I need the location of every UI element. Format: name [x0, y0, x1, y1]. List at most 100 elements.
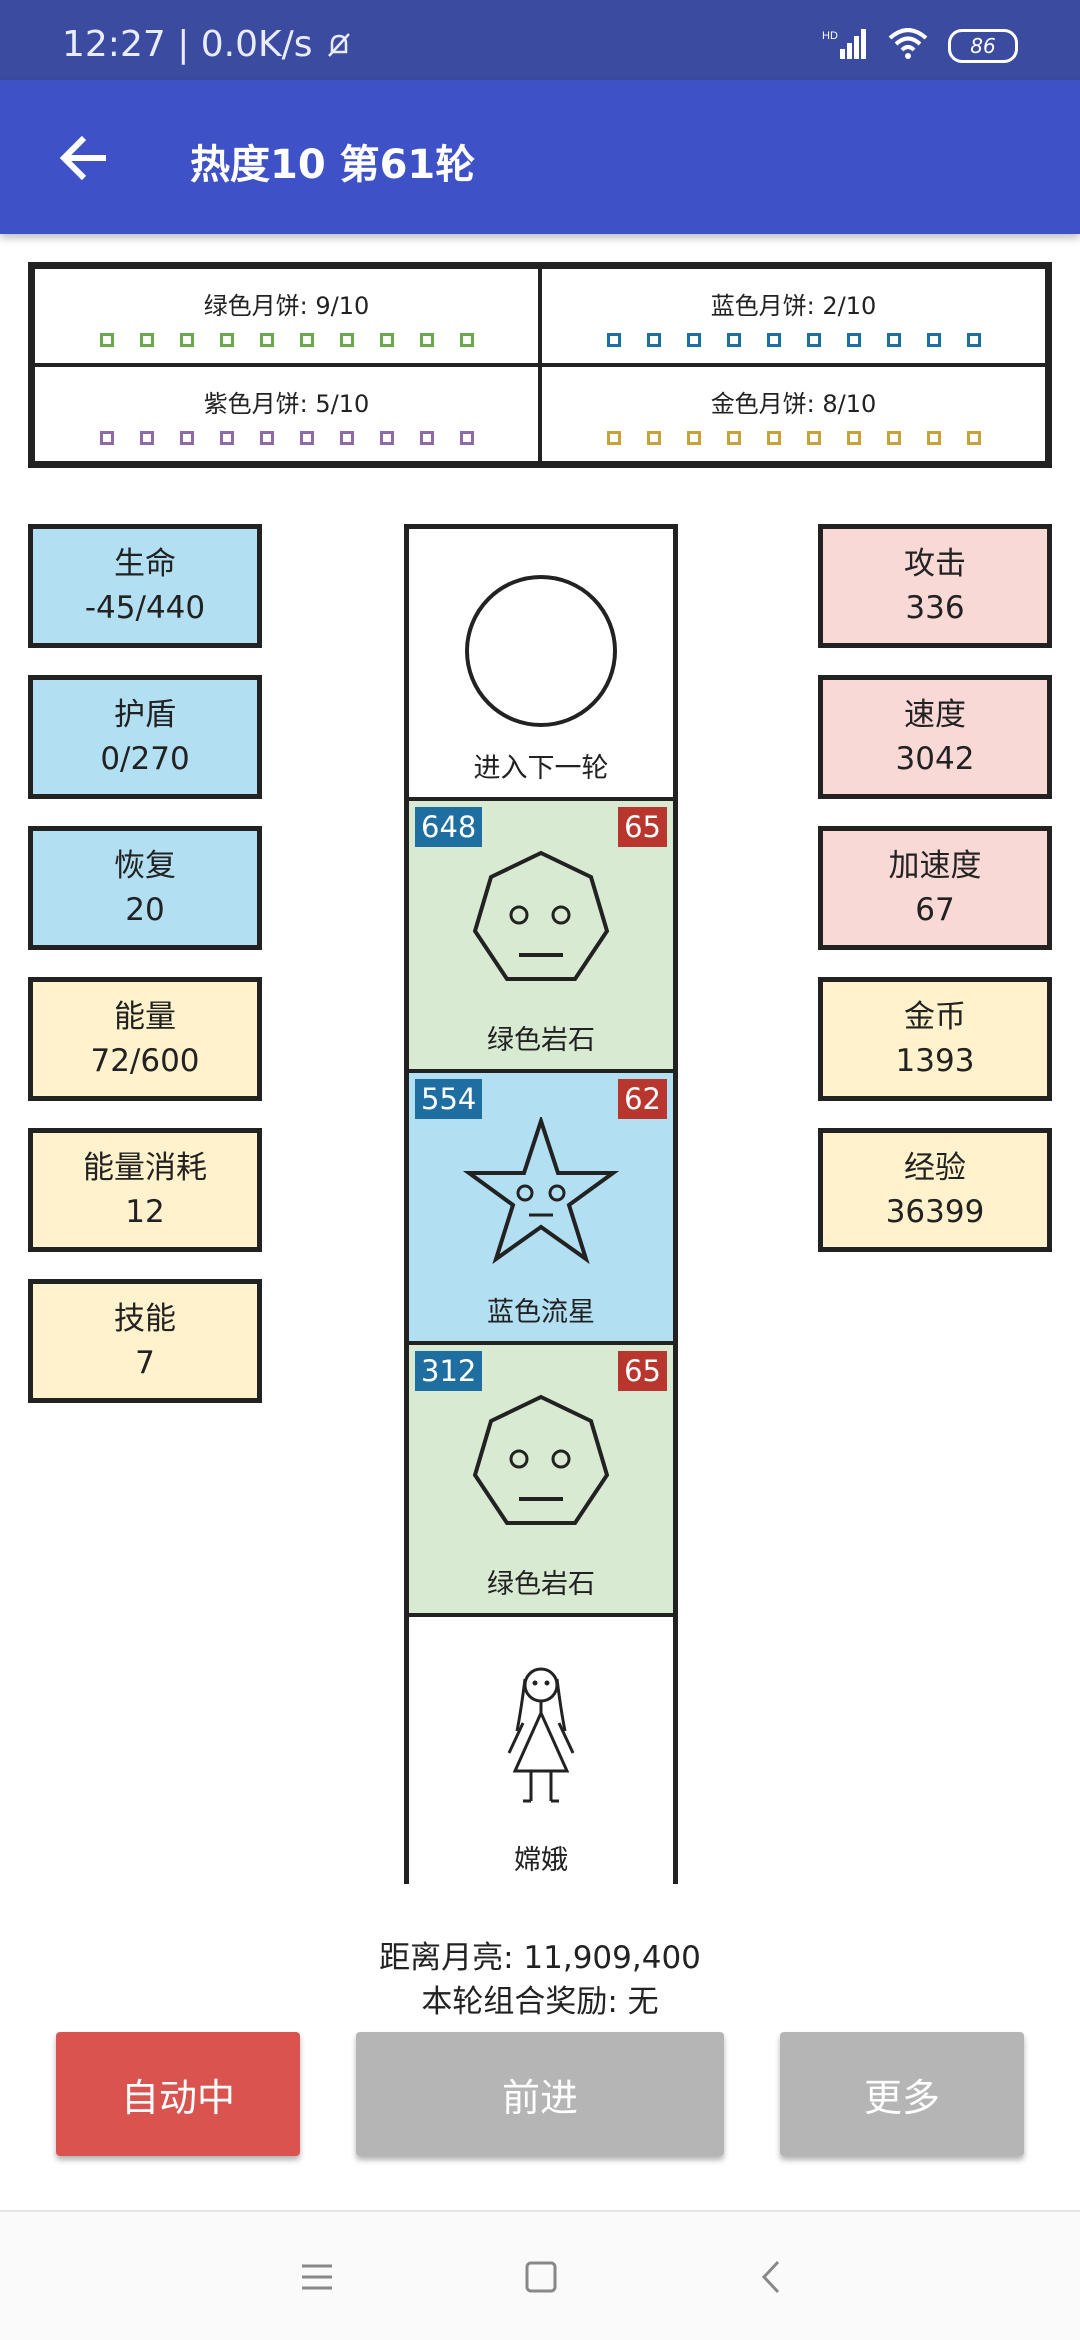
enemy-hp-badge: 312 — [415, 1351, 483, 1391]
stat-speed: 速度 3042 — [818, 675, 1052, 799]
mooncake-square — [179, 430, 194, 445]
stat-name: 恢复 — [114, 848, 176, 884]
track-cell-enemy[interactable]: 312 65 绿色岩石 — [409, 1345, 673, 1617]
menu-icon[interactable] — [300, 2260, 334, 2298]
stat-value: 12 — [125, 1194, 165, 1230]
mooncake-square — [419, 430, 434, 445]
stat-skill: 技能 7 — [28, 1279, 262, 1403]
stat-value: 0/270 — [100, 741, 190, 777]
mooncake-square — [299, 332, 314, 347]
enemy-attack-badge: 65 — [618, 807, 667, 847]
back-arrow-icon[interactable] — [56, 130, 112, 186]
forward-button[interactable]: 前进 — [356, 2032, 724, 2156]
more-button[interactable]: 更多 — [780, 2032, 1024, 2156]
mooncake-square — [139, 332, 154, 347]
mooncake-label: 紫色月饼: 5/10 — [203, 389, 370, 418]
mooncake-blue: 蓝色月饼: 2/10 — [540, 267, 1047, 365]
mooncake-square — [606, 332, 621, 347]
stat-hp: 生命 -45/440 — [28, 524, 262, 648]
stat-shield: 护盾 0/270 — [28, 675, 262, 799]
mooncake-square — [766, 332, 781, 347]
mooncake-square — [299, 430, 314, 445]
mooncake-square — [726, 332, 741, 347]
stat-value: 72/600 — [90, 1043, 200, 1079]
track-cell-player: 嫦娥 — [409, 1617, 673, 1889]
mooncake-label: 绿色月饼: 9/10 — [203, 291, 370, 320]
stat-name: 能量消耗 — [83, 1150, 207, 1186]
battery-indicator: 86 — [948, 29, 1018, 63]
mooncake-square — [139, 430, 154, 445]
heptagon-face-icon — [472, 1394, 610, 1525]
track-cell-enemy[interactable]: 648 65 绿色岩石 — [409, 801, 673, 1073]
mooncake-gold: 金色月饼: 8/10 — [540, 365, 1047, 463]
mooncake-purple: 紫色月饼: 5/10 — [33, 365, 540, 463]
mooncake-square — [806, 332, 821, 347]
track-column: 进入下一轮 648 65 绿色岩石 554 62 蓝色流星 312 65 — [404, 524, 678, 1889]
mooncake-square — [646, 332, 661, 347]
stat-value: 7 — [135, 1345, 155, 1381]
mooncake-square — [926, 332, 941, 347]
stat-value: 1393 — [895, 1043, 975, 1079]
stat-value: 36399 — [885, 1194, 985, 1230]
mooncake-square — [686, 332, 701, 347]
cell-label: 进入下一轮 — [473, 753, 609, 784]
round-combo-reward: 本轮组合奖励: 无 — [421, 1984, 659, 2020]
mooncake-square — [886, 430, 901, 445]
cell-label: 绿色岩石 — [487, 1569, 595, 1600]
system-nav-bar — [0, 2210, 1080, 2340]
enemy-hp-badge: 648 — [415, 807, 483, 847]
stat-name: 金币 — [904, 999, 966, 1035]
mooncake-dots — [606, 332, 981, 347]
stat-energy-cost: 能量消耗 12 — [28, 1128, 262, 1252]
mooncake-square — [99, 430, 114, 445]
mooncake-square — [459, 332, 474, 347]
mooncake-square — [259, 332, 274, 347]
mooncake-square — [99, 332, 114, 347]
stat-name: 攻击 — [904, 546, 966, 582]
mooncake-square — [846, 430, 861, 445]
stat-value: 20 — [125, 892, 165, 928]
mooncake-square — [686, 430, 701, 445]
cell-label: 绿色岩石 — [487, 1025, 595, 1056]
mooncake-square — [806, 430, 821, 445]
stat-value: -45/440 — [84, 590, 206, 626]
stat-name: 护盾 — [114, 697, 176, 733]
stat-name: 生命 — [114, 546, 176, 582]
mooncake-square — [846, 332, 861, 347]
stat-name: 加速度 — [888, 848, 982, 884]
home-square-icon[interactable] — [524, 2260, 558, 2298]
mooncake-square — [259, 430, 274, 445]
status-icons: HD 86 — [822, 28, 1018, 64]
back-chevron-icon[interactable] — [754, 2260, 788, 2298]
signal-icon: HD — [822, 27, 868, 65]
star-face-icon — [462, 1117, 620, 1265]
wifi-icon — [888, 28, 928, 64]
stat-attack: 攻击 336 — [818, 524, 1052, 648]
mooncake-square — [726, 430, 741, 445]
mooncake-square — [379, 430, 394, 445]
stat-value: 67 — [915, 892, 955, 928]
cell-label: 嫦娥 — [514, 1845, 568, 1876]
mooncake-square — [646, 430, 661, 445]
distance-to-moon: 距离月亮: 11,909,400 — [379, 1940, 701, 1976]
stat-name: 能量 — [114, 999, 176, 1035]
stat-value: 3042 — [895, 741, 975, 777]
bell-muted-icon — [324, 24, 354, 65]
mooncake-square — [926, 430, 941, 445]
stat-energy: 能量 72/600 — [28, 977, 262, 1101]
mooncake-square — [179, 332, 194, 347]
mooncake-label: 蓝色月饼: 2/10 — [710, 291, 877, 320]
stat-gold: 金币 1393 — [818, 977, 1052, 1101]
track-cell-next-round[interactable]: 进入下一轮 — [409, 529, 673, 801]
auto-button[interactable]: 自动中 — [56, 2032, 300, 2156]
mooncake-label: 金色月饼: 8/10 — [710, 389, 877, 418]
mooncake-square — [339, 332, 354, 347]
circle-icon — [465, 575, 617, 727]
change-figure-icon — [507, 1667, 575, 1803]
mooncake-square — [766, 430, 781, 445]
mooncake-dots — [606, 430, 981, 445]
stat-name: 经验 — [904, 1150, 966, 1186]
stat-name: 速度 — [904, 697, 966, 733]
track-cell-enemy[interactable]: 554 62 蓝色流星 — [409, 1073, 673, 1345]
cell-label: 蓝色流星 — [487, 1297, 595, 1328]
